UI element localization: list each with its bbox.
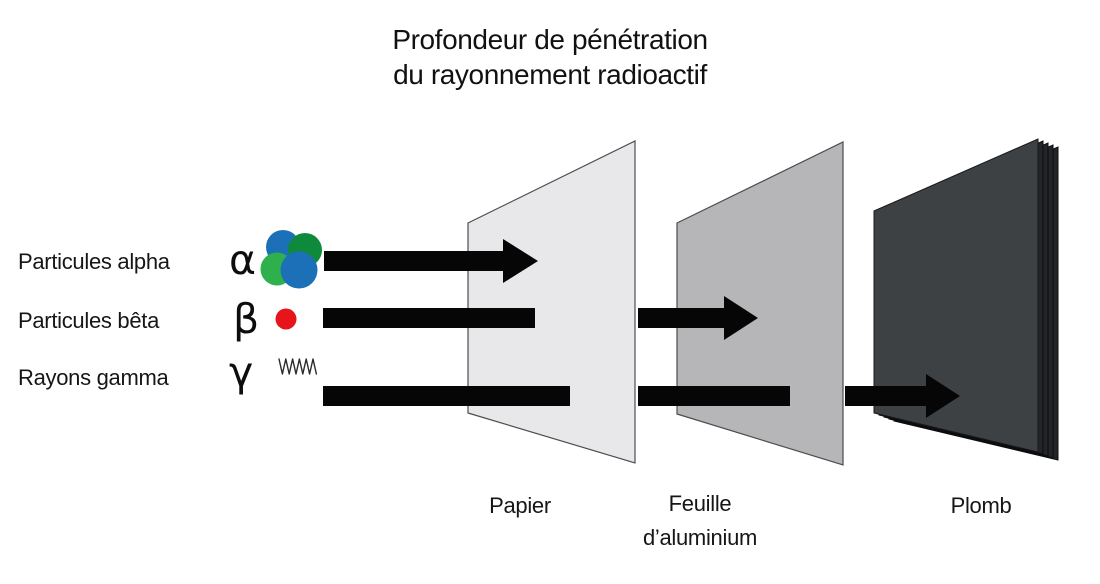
label-papier: Papier <box>489 493 551 518</box>
label-feuille: Feuille <box>668 491 732 516</box>
gamma-arrow-bar-1 <box>323 386 570 406</box>
label-particules-beta: Particules bêta <box>18 308 160 333</box>
gamma-arrow-bar-3 <box>845 386 926 406</box>
gamma-arrow <box>323 374 960 418</box>
gamma-arrowhead-icon <box>926 374 960 418</box>
alpha-arrow-bar <box>324 251 503 271</box>
alpha-particle-icon <box>260 230 322 289</box>
lead-slab-shape <box>873 138 1059 461</box>
alpha-symbol: α <box>229 236 257 284</box>
gamma-arrow-bar-2 <box>638 386 790 406</box>
label-rayons-gamma: Rayons gamma <box>18 365 169 390</box>
label-particules-alpha: Particules alpha <box>18 249 170 274</box>
nucleon-blue-bottom <box>280 251 318 289</box>
beta-symbol: β <box>233 295 260 343</box>
title-line-1: Profondeur de pénétration <box>392 24 708 55</box>
label-aluminium: d’aluminium <box>642 525 758 550</box>
beta-arrow-bar-1 <box>323 308 535 328</box>
paper-sheet-shape <box>467 140 636 464</box>
gamma-symbol: γ <box>229 348 254 396</box>
gamma-wave-icon <box>278 358 318 375</box>
lead-front-face <box>873 138 1039 453</box>
beta-particle-icon <box>275 308 297 330</box>
label-plomb: Plomb <box>950 493 1012 518</box>
beta-arrow-bar-2 <box>638 308 724 328</box>
alpha-arrowhead-icon <box>503 239 538 283</box>
alpha-arrow <box>324 239 538 283</box>
title-line-2: du rayonnement radioactif <box>393 59 707 90</box>
beta-arrowhead-icon <box>724 296 758 340</box>
page-title: Profondeur de pénétration du rayonnement… <box>0 22 1100 92</box>
beta-arrow <box>323 296 758 340</box>
aluminum-sheet-shape <box>676 141 844 466</box>
